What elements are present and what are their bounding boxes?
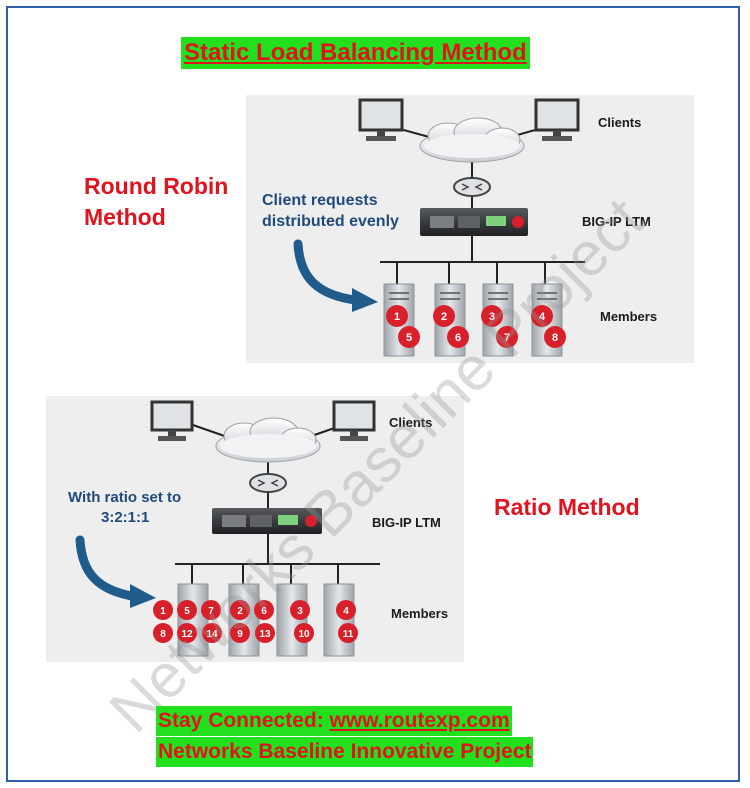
ratio-badge: 5 <box>177 600 197 620</box>
svg-text:6: 6 <box>261 606 267 617</box>
round-robin-label-line1: Round Robin <box>84 173 229 199</box>
svg-text:10: 10 <box>298 629 310 640</box>
footer-line2: Networks Baseline Innovative Project <box>156 737 534 767</box>
svg-text:4: 4 <box>343 606 349 617</box>
ratio-badge: 13 <box>255 623 275 643</box>
rr-clients-label: Clients <box>598 115 642 130</box>
ratio-server-1-icon <box>177 583 209 657</box>
svg-text:7: 7 <box>208 606 214 617</box>
svg-text:5: 5 <box>406 332 412 344</box>
ratio-router-icon <box>249 473 287 493</box>
footer-prefix: Stay Connected: <box>158 709 330 732</box>
ratio-desc-line1: With ratio set to <box>68 489 182 506</box>
round-robin-label-line2: Method <box>84 204 166 230</box>
ratio-server-4-icon <box>323 583 355 657</box>
ratio-badge: 2 <box>230 600 250 620</box>
rr-client-monitor-left-icon <box>358 98 404 141</box>
svg-text:9: 9 <box>237 629 243 640</box>
ratio-badge: 3 <box>290 600 310 620</box>
ratio-badge: 7 <box>201 600 221 620</box>
ratio-curved-arrow <box>75 535 156 608</box>
rr-members-label: Members <box>600 309 658 324</box>
ratio-server-3-icon <box>276 583 308 657</box>
svg-text:11: 11 <box>343 629 354 640</box>
svg-text:1: 1 <box>394 311 400 323</box>
ratio-badge: 6 <box>254 600 274 620</box>
ratio-client-monitor-right-icon <box>332 400 376 441</box>
svg-text:3: 3 <box>297 606 303 617</box>
page-frame <box>6 6 740 782</box>
ratio-method-label: Ratio Method <box>494 494 640 520</box>
rr-badge: 7 <box>496 326 518 348</box>
rr-badge: 2 <box>433 305 455 327</box>
ratio-desc-line2: 3:2:1:1 <box>101 509 150 526</box>
rr-badge: 3 <box>481 305 503 327</box>
svg-text:4: 4 <box>539 311 546 323</box>
ratio-client-monitor-left-icon <box>150 400 194 441</box>
page-title: Static Load Balancing Method <box>181 37 530 69</box>
ratio-badge: 1 <box>153 600 173 620</box>
svg-text:1: 1 <box>160 606 166 617</box>
footer-line1: Stay Connected: www.routexp.com <box>156 706 512 736</box>
svg-text:13: 13 <box>259 629 271 640</box>
ratio-badge: 8 <box>153 623 173 643</box>
ratio-members-label: Members <box>391 606 449 621</box>
ratio-badge: 12 <box>177 623 197 643</box>
rr-client-monitor-right-icon <box>534 98 580 141</box>
ratio-badge: 9 <box>230 623 250 643</box>
rr-router-icon <box>453 177 491 197</box>
ratio-badge: 10 <box>294 623 314 643</box>
rr-desc-line1: Client requests <box>262 192 378 209</box>
ratio-server-2-icon <box>228 583 260 657</box>
rr-cloud-icon <box>419 117 525 163</box>
ratio-clients-label: Clients <box>389 415 433 430</box>
rr-ltm-label: BIG-IP LTM <box>582 214 651 229</box>
ratio-badge: 11 <box>338 623 358 643</box>
svg-text:8: 8 <box>552 332 558 344</box>
svg-text:6: 6 <box>455 332 461 344</box>
footer-link[interactable]: www.routexp.com <box>329 709 510 732</box>
ratio-ltm-label: BIG-IP LTM <box>372 515 441 530</box>
svg-text:7: 7 <box>504 332 510 344</box>
svg-text:3: 3 <box>489 311 495 323</box>
ratio-badge: 4 <box>336 600 356 620</box>
ratio-ltm-appliance-icon <box>212 508 322 534</box>
ratio-badge: 14 <box>202 623 222 643</box>
rr-badge: 8 <box>544 326 566 348</box>
svg-text:12: 12 <box>181 629 193 640</box>
svg-text:8: 8 <box>160 629 166 640</box>
rr-desc-line2: distributed evenly <box>262 213 399 230</box>
rr-badge: 1 <box>386 305 408 327</box>
svg-text:14: 14 <box>206 629 218 640</box>
svg-text:2: 2 <box>441 311 447 323</box>
ratio-cloud-icon <box>215 417 321 463</box>
rr-badge: 4 <box>531 305 553 327</box>
rr-badge: 5 <box>398 326 420 348</box>
rr-ltm-appliance-icon <box>420 208 528 236</box>
svg-text:5: 5 <box>184 606 190 617</box>
rr-badge: 6 <box>447 326 469 348</box>
rr-curved-arrow <box>293 239 378 312</box>
svg-text:2: 2 <box>237 606 243 617</box>
